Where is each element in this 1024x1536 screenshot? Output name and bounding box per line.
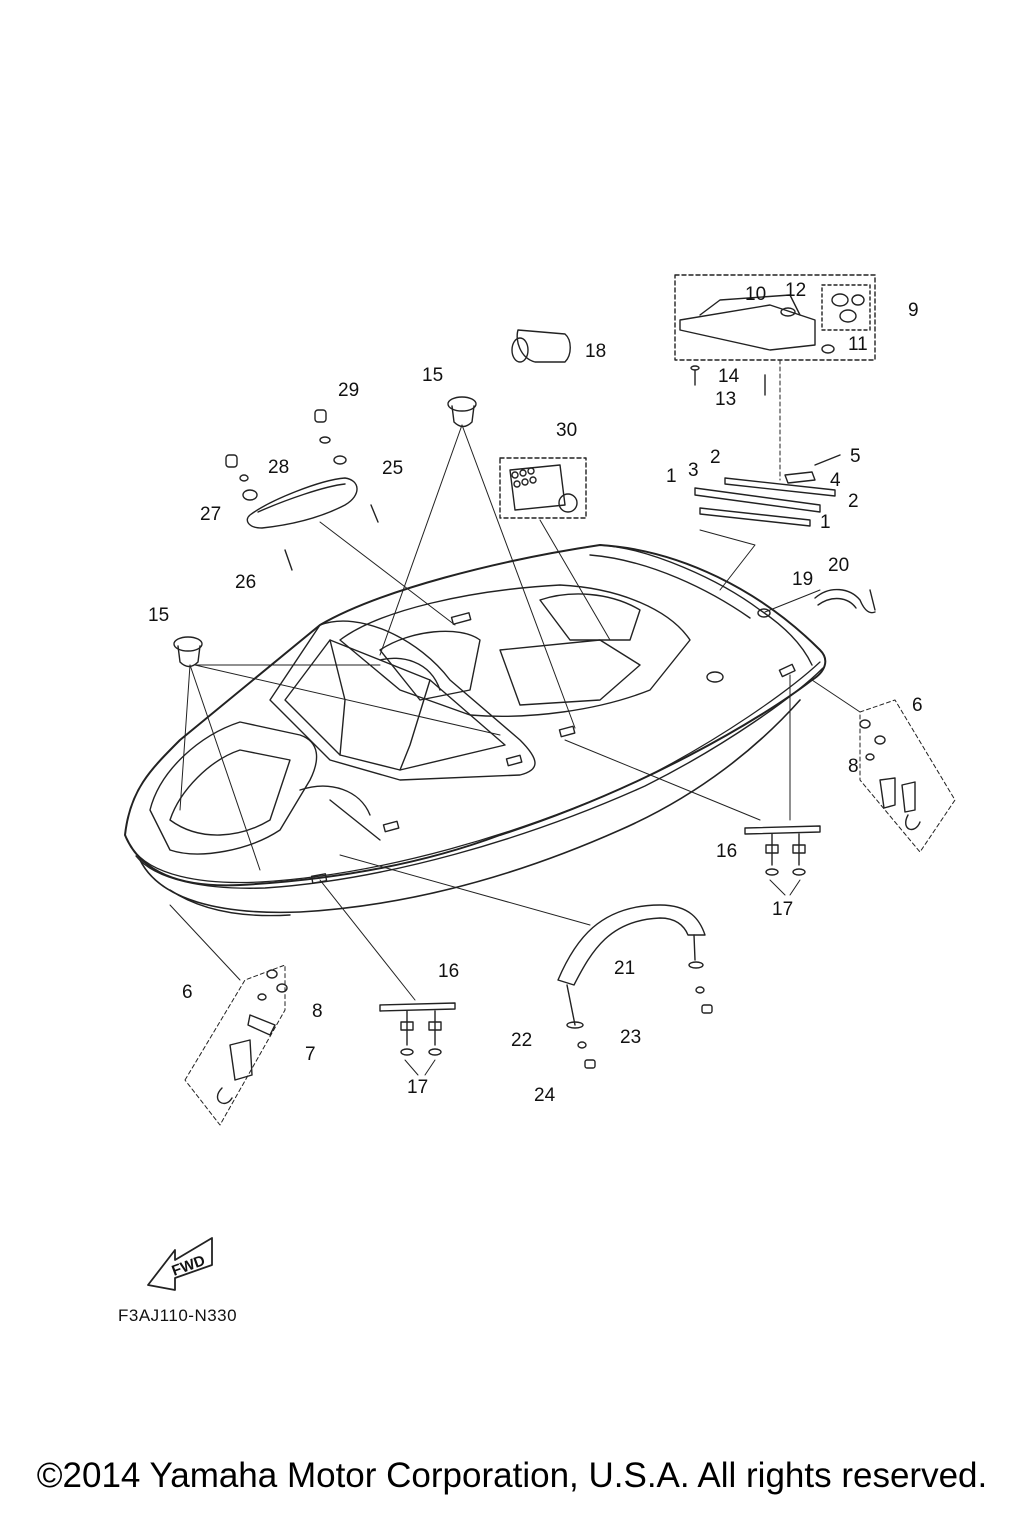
callout-16: 16 [716,841,737,862]
callout-6: 6 [182,982,193,1003]
cup-holder-left [173,636,203,668]
drawing-code: F3AJ110-N330 [118,1306,238,1325]
callout-18: 18 [585,341,606,362]
callout-13: 13 [715,389,736,410]
tie-down-right [859,699,956,853]
callout-2: 2 [710,447,721,468]
callout-numbers: 1 2 2 3 1 4 5 6 6 7 8 8 9 10 11 12 13 14… [148,280,923,1106]
switch-panel [499,457,587,519]
callout-10: 10 [745,284,766,305]
callout-25: 25 [382,458,403,479]
callout-12: 12 [785,280,806,301]
fwd-arrow-icon [147,1237,213,1291]
rack-rails [694,454,841,527]
leader-lines [169,359,861,1076]
callout-3: 3 [688,460,699,481]
callout-8: 8 [848,756,859,777]
callout-30: 30 [556,420,577,441]
cleat-lower [379,1002,456,1056]
callout-14: 14 [718,366,740,387]
callout-22: 22 [511,1030,532,1051]
callout-11: 11 [848,334,868,355]
callout-21: 21 [614,958,635,979]
mirror [511,329,571,363]
cup-holder-top [447,396,477,428]
callout-2: 2 [848,491,859,512]
tie-down-left [184,964,288,1126]
grab-handle-assembly [225,409,379,571]
callout-1: 1 [820,512,831,533]
callout-15: 15 [148,605,169,626]
callout-6: 6 [912,695,923,716]
copyright-notice: ©2014 Yamaha Motor Corporation, U.S.A. A… [36,1456,988,1495]
callout-8: 8 [312,1001,323,1022]
callout-20: 20 [828,555,849,576]
bracket-assembly [674,274,876,396]
callout-27: 27 [200,504,221,525]
callout-1: 1 [666,466,677,487]
callout-17: 17 [407,1077,428,1098]
callout-16: 16 [438,961,459,982]
callout-28: 28 [268,457,289,478]
callout-26: 26 [235,572,256,593]
callout-19: 19 [792,569,813,590]
callout-4: 4 [830,470,841,491]
callout-17: 17 [772,899,793,920]
grab-bar [557,904,713,1069]
callout-23: 23 [620,1027,641,1048]
cleat-right [744,825,821,876]
callout-9: 9 [908,300,919,321]
boat-hull [124,544,827,917]
callout-7: 7 [305,1044,316,1065]
callout-15: 15 [422,365,443,386]
tow-light [814,588,876,614]
callout-24: 24 [534,1085,556,1106]
callout-29: 29 [338,380,359,401]
callout-5: 5 [850,446,861,467]
